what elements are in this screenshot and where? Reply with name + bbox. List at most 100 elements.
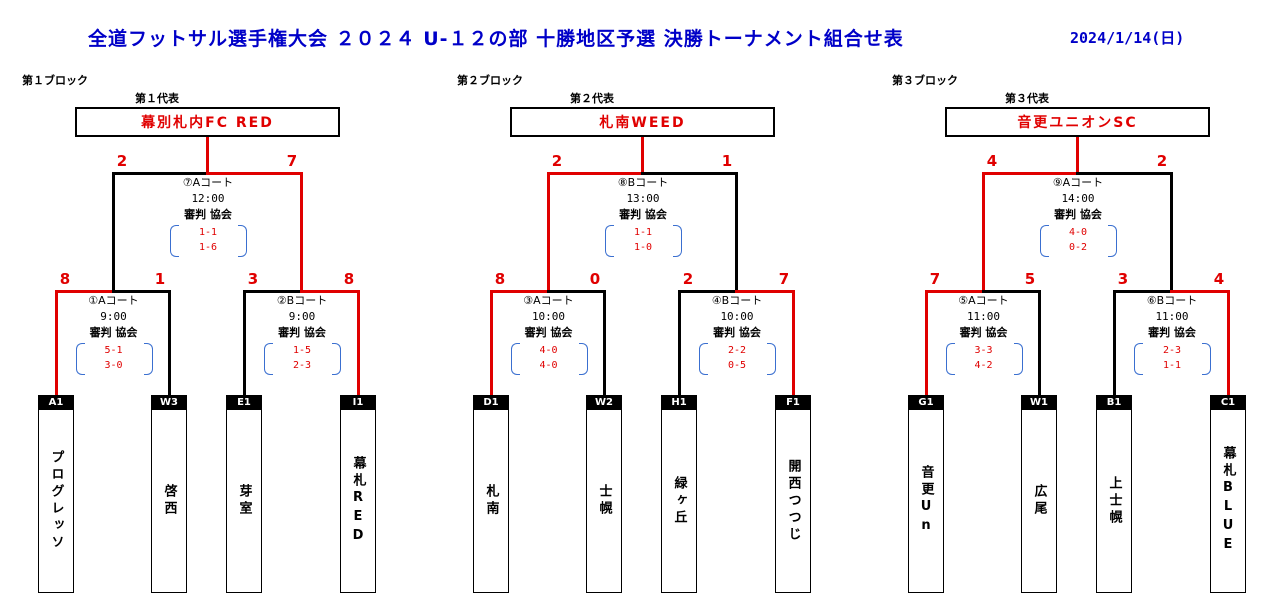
event-date: 2024/1/14(日): [1070, 29, 1185, 47]
semi-score-left: 8: [59, 270, 71, 288]
half-scores-bracket: [170, 225, 179, 257]
block-label: 第２ブロック: [457, 74, 523, 87]
team-name: 幕札BLUE: [1220, 446, 1236, 556]
semi-left-line: [490, 290, 547, 293]
first-half-score: 2-3: [1162, 345, 1182, 356]
team-name: 啓西: [161, 484, 177, 518]
semi-score-left: 8: [494, 270, 506, 288]
half-scores-bracket: [699, 343, 708, 375]
half-scores-bracket: [945, 343, 955, 375]
team-column: B1 上士幌: [1096, 395, 1132, 593]
semi-score-right: 7: [778, 270, 790, 288]
second-half-score: 1-0: [633, 242, 653, 253]
team-code: W1: [1022, 396, 1056, 410]
team-name: 札南: [483, 484, 499, 518]
final-left-drop: [112, 172, 115, 290]
champion-box: 音更ユニオンSC: [945, 107, 1210, 137]
final-score-left: 2: [116, 152, 128, 170]
half-scores-bracket: [510, 343, 520, 375]
team-name: 開西つつじ: [785, 458, 801, 544]
final-to-champion-line: [641, 137, 644, 173]
final-left-drop: [547, 172, 550, 290]
team-name: 緑ヶ丘: [671, 475, 687, 527]
match-time: 10:00: [531, 310, 566, 323]
team-code: D1: [474, 396, 508, 410]
team-code: B1: [1097, 396, 1131, 410]
semi-right-drop: [1227, 290, 1230, 395]
match-referee: 審判 協会: [89, 326, 138, 339]
team-code: G1: [909, 396, 943, 410]
match-referee: 審判 協会: [278, 326, 326, 339]
final-left-line: [547, 172, 641, 175]
half-scores-bracket: [605, 225, 614, 257]
team-column: I1 幕札RED: [340, 395, 376, 593]
final-to-champion-line: [1076, 137, 1079, 173]
champion-box: 幕別札内FC RED: [75, 107, 340, 137]
semi-right-line: [1170, 290, 1230, 293]
block-label: 第３ブロック: [892, 74, 958, 87]
final-right-drop: [1170, 172, 1173, 290]
match-time: 13:00: [626, 192, 660, 205]
match-time: 11:00: [1155, 310, 1189, 323]
final-left-line: [982, 172, 1076, 175]
half-scores-bracket: [264, 343, 273, 375]
semi-left-drop: [490, 290, 493, 395]
team-code: A1: [39, 396, 73, 410]
semi-score-left: 2: [682, 270, 694, 288]
team-name: 士幌: [596, 484, 612, 518]
team-name: 芽室: [236, 484, 252, 518]
final-right-line: [1076, 172, 1173, 175]
final-score-left: 2: [551, 152, 563, 170]
half-scores-bracket: [673, 225, 682, 257]
first-half-score: 5-1: [104, 345, 123, 356]
match-referee: 審判 協会: [713, 326, 761, 339]
team-name: 上士幌: [1106, 475, 1122, 527]
final-score-right: 2: [1156, 152, 1168, 170]
semi-right-drop: [357, 290, 360, 395]
half-scores-bracket: [1202, 343, 1211, 375]
semi-right-drop: [603, 290, 606, 395]
match-court: ⑨Aコート: [1052, 176, 1104, 189]
first-half-score: 4-0: [539, 345, 558, 356]
page-title: 全道フットサル選手権大会 ２０２４ U-１２の部 十勝地区予選 決勝トーナメント…: [88, 28, 904, 50]
match-referee: 審判 協会: [1148, 326, 1196, 339]
final-left-line: [112, 172, 206, 175]
team-code: I1: [341, 396, 375, 410]
second-half-score: 4-0: [539, 360, 558, 371]
semi-left-drop: [925, 290, 928, 395]
half-scores-bracket: [767, 343, 776, 375]
team-code: E1: [227, 396, 261, 410]
match-court: ⑧Bコート: [617, 176, 669, 189]
match-court: ⑤Aコート: [958, 294, 1009, 307]
match-court: ①Aコート: [88, 294, 139, 307]
semi-left-line: [55, 290, 112, 293]
final-right-drop: [735, 172, 738, 290]
team-column: E1 芽室: [226, 395, 262, 593]
second-half-score: 0-2: [1068, 242, 1088, 253]
first-half-score: 1-5: [292, 345, 312, 356]
match-time: 12:00: [191, 192, 225, 205]
first-half-score: 1-1: [633, 227, 653, 238]
team-code: W3: [152, 396, 186, 410]
final-score-left: 4: [986, 152, 998, 170]
team-name: 音更Un: [918, 465, 934, 537]
first-half-score: 4-0: [1068, 227, 1088, 238]
half-scores-bracket: [238, 225, 247, 257]
champion-box: 札南WEED: [510, 107, 775, 137]
semi-right-line: [735, 290, 795, 293]
final-score-right: 7: [286, 152, 298, 170]
team-code: W2: [587, 396, 621, 410]
semi-score-right: 4: [1213, 270, 1225, 288]
final-right-line: [206, 172, 303, 175]
semi-score-left: 7: [929, 270, 941, 288]
semi-left-drop: [55, 290, 58, 395]
second-half-score: 1-6: [198, 242, 218, 253]
team-name: 幕札RED: [350, 455, 366, 547]
